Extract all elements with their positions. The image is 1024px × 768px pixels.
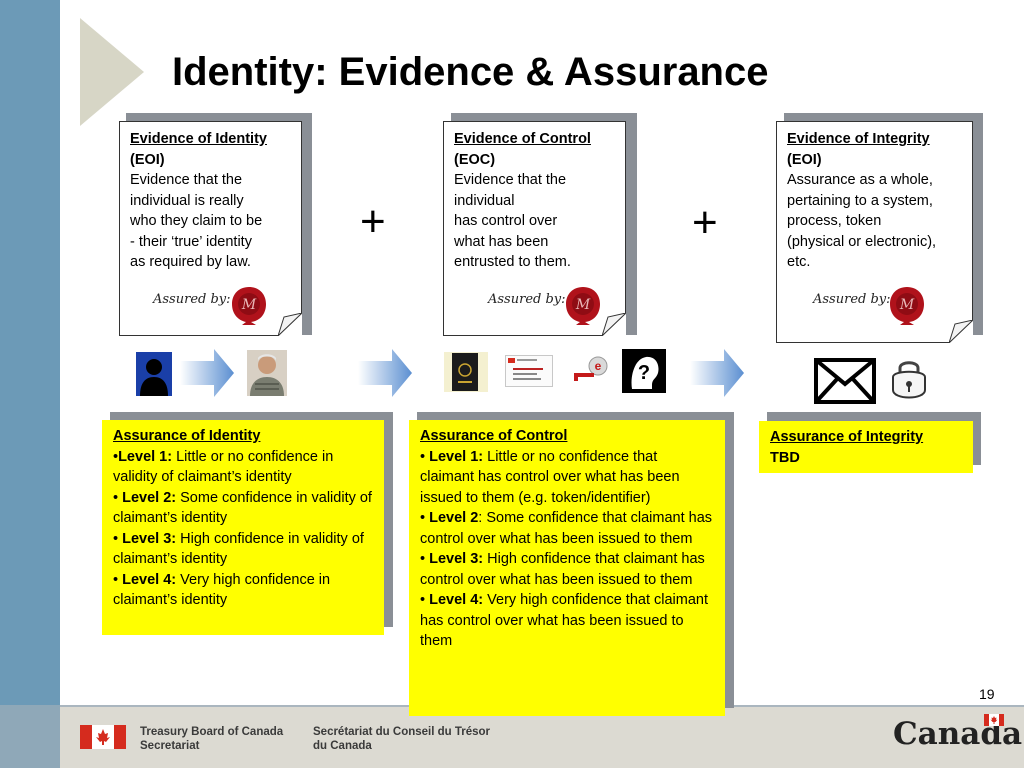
assurance-heading: Assurance of Control <box>420 428 568 444</box>
page-curl-icon <box>949 320 973 343</box>
slide-title: Identity: Evidence & Assurance <box>172 50 769 94</box>
department-name-en: Treasury Board of Canada Secretariat <box>140 726 284 752</box>
plus-operator: + <box>360 197 386 246</box>
arrow-right-icon <box>180 349 234 397</box>
passport-icon <box>444 352 488 392</box>
arrow-right-icon <box>690 349 744 397</box>
svg-text:e: e <box>595 359 602 373</box>
svg-text:M: M <box>241 297 257 313</box>
e-key-icon: e <box>574 356 608 381</box>
page-number: 19 <box>979 686 995 702</box>
page-curl-icon <box>278 313 302 336</box>
level-item: • Level 3: High confidence that claimant… <box>420 551 705 588</box>
left-accent-bar <box>0 0 60 710</box>
evidence-heading: Evidence of Control <box>454 131 591 147</box>
footer-band <box>60 707 1024 768</box>
level-item: • Level 2: Some confidence in validity o… <box>113 489 372 527</box>
level-item: • Level 4: Very high confidence that cla… <box>420 592 708 649</box>
assurance-heading: Assurance of Identity <box>113 428 261 444</box>
question-head-icon: ? <box>622 349 666 393</box>
assurance-heading: Assurance of Integrity <box>770 429 924 445</box>
envelope-icon <box>814 358 876 404</box>
evidence-line: who they claim to be <box>130 213 263 229</box>
wordmark-flag-icon <box>984 714 1004 726</box>
evidence-line: what has been <box>454 233 549 250</box>
evidence-card-control: Evidence of Control (EOC) Evidence that … <box>443 121 626 336</box>
wax-seal-icon: M <box>232 287 266 325</box>
evidence-line: entrusted to them. <box>454 254 571 270</box>
evidence-card-identity: Evidence of Identity (EOI) Evidence that… <box>119 121 302 336</box>
level-item: • Level 2: Some confidence that claimant… <box>420 510 713 547</box>
plus-operator: + <box>692 198 718 247</box>
evidence-line: as required by law. <box>130 254 251 270</box>
padlock-icon <box>892 361 926 399</box>
evidence-line: Evidence that the <box>130 172 243 188</box>
department-name-fr: Secrétariat du Conseil du Trésor du Cana… <box>313 726 491 752</box>
wax-seal-icon: M <box>890 287 924 325</box>
page-curl-icon <box>602 313 626 336</box>
assured-by-label: Assured by: <box>813 292 891 307</box>
evidence-line: pertaining to a system, <box>787 192 933 209</box>
svg-text:?: ? <box>638 362 650 384</box>
assurance-identity-box: Assurance of Identity •Level 1: Little o… <box>102 420 384 635</box>
evidence-line: individual <box>454 192 515 209</box>
evidence-abbr: (EOC) <box>454 151 496 168</box>
evidence-line: Assurance as a whole, <box>787 172 933 188</box>
person-photo-icon <box>247 350 287 396</box>
assurance-control-box: Assurance of Control • Level 1: Little o… <box>409 420 725 716</box>
evidence-line: Evidence that the <box>454 172 567 188</box>
person-silhouette-icon <box>136 352 172 396</box>
svg-text:M: M <box>575 297 591 313</box>
evidence-heading: Evidence of Identity <box>130 131 267 147</box>
evidence-line: individual is really <box>130 192 244 209</box>
canada-flag-icon <box>80 725 126 749</box>
evidence-line: process, token <box>787 213 882 229</box>
id-card-icon <box>505 355 553 387</box>
left-accent-bar-lower <box>0 705 60 768</box>
evidence-card-integrity: Evidence of Integrity (EOI) Assurance as… <box>776 121 973 343</box>
evidence-line: (physical or electronic), <box>787 233 937 250</box>
title-arrow-icon <box>80 18 144 126</box>
level-item: • Level 1: Little or no confidence that … <box>420 448 680 506</box>
assurance-integrity-box: Assurance of Integrity TBD <box>759 421 973 473</box>
assured-by-label: Assured by: <box>153 292 231 307</box>
evidence-abbr: (EOI) <box>787 151 822 168</box>
evidence-line: etc. <box>787 254 811 270</box>
level-item: • Level 3: High confidence in validity o… <box>113 530 364 568</box>
wax-seal-icon: M <box>566 287 600 325</box>
assurance-value: TBD <box>770 449 800 466</box>
assured-by-label: Assured by: <box>488 292 566 307</box>
level-item: •Level 1: Little or no confidence in val… <box>113 448 334 486</box>
svg-text:M: M <box>899 297 915 313</box>
arrow-right-icon <box>358 349 412 397</box>
evidence-heading: Evidence of Integrity <box>787 131 930 147</box>
evidence-line: has control over <box>454 213 558 229</box>
evidence-abbr: (EOI) <box>130 151 165 168</box>
evidence-line: - their ‘true’ identity <box>130 233 252 250</box>
level-item: • Level 4: Very high confidence in claim… <box>113 571 331 609</box>
